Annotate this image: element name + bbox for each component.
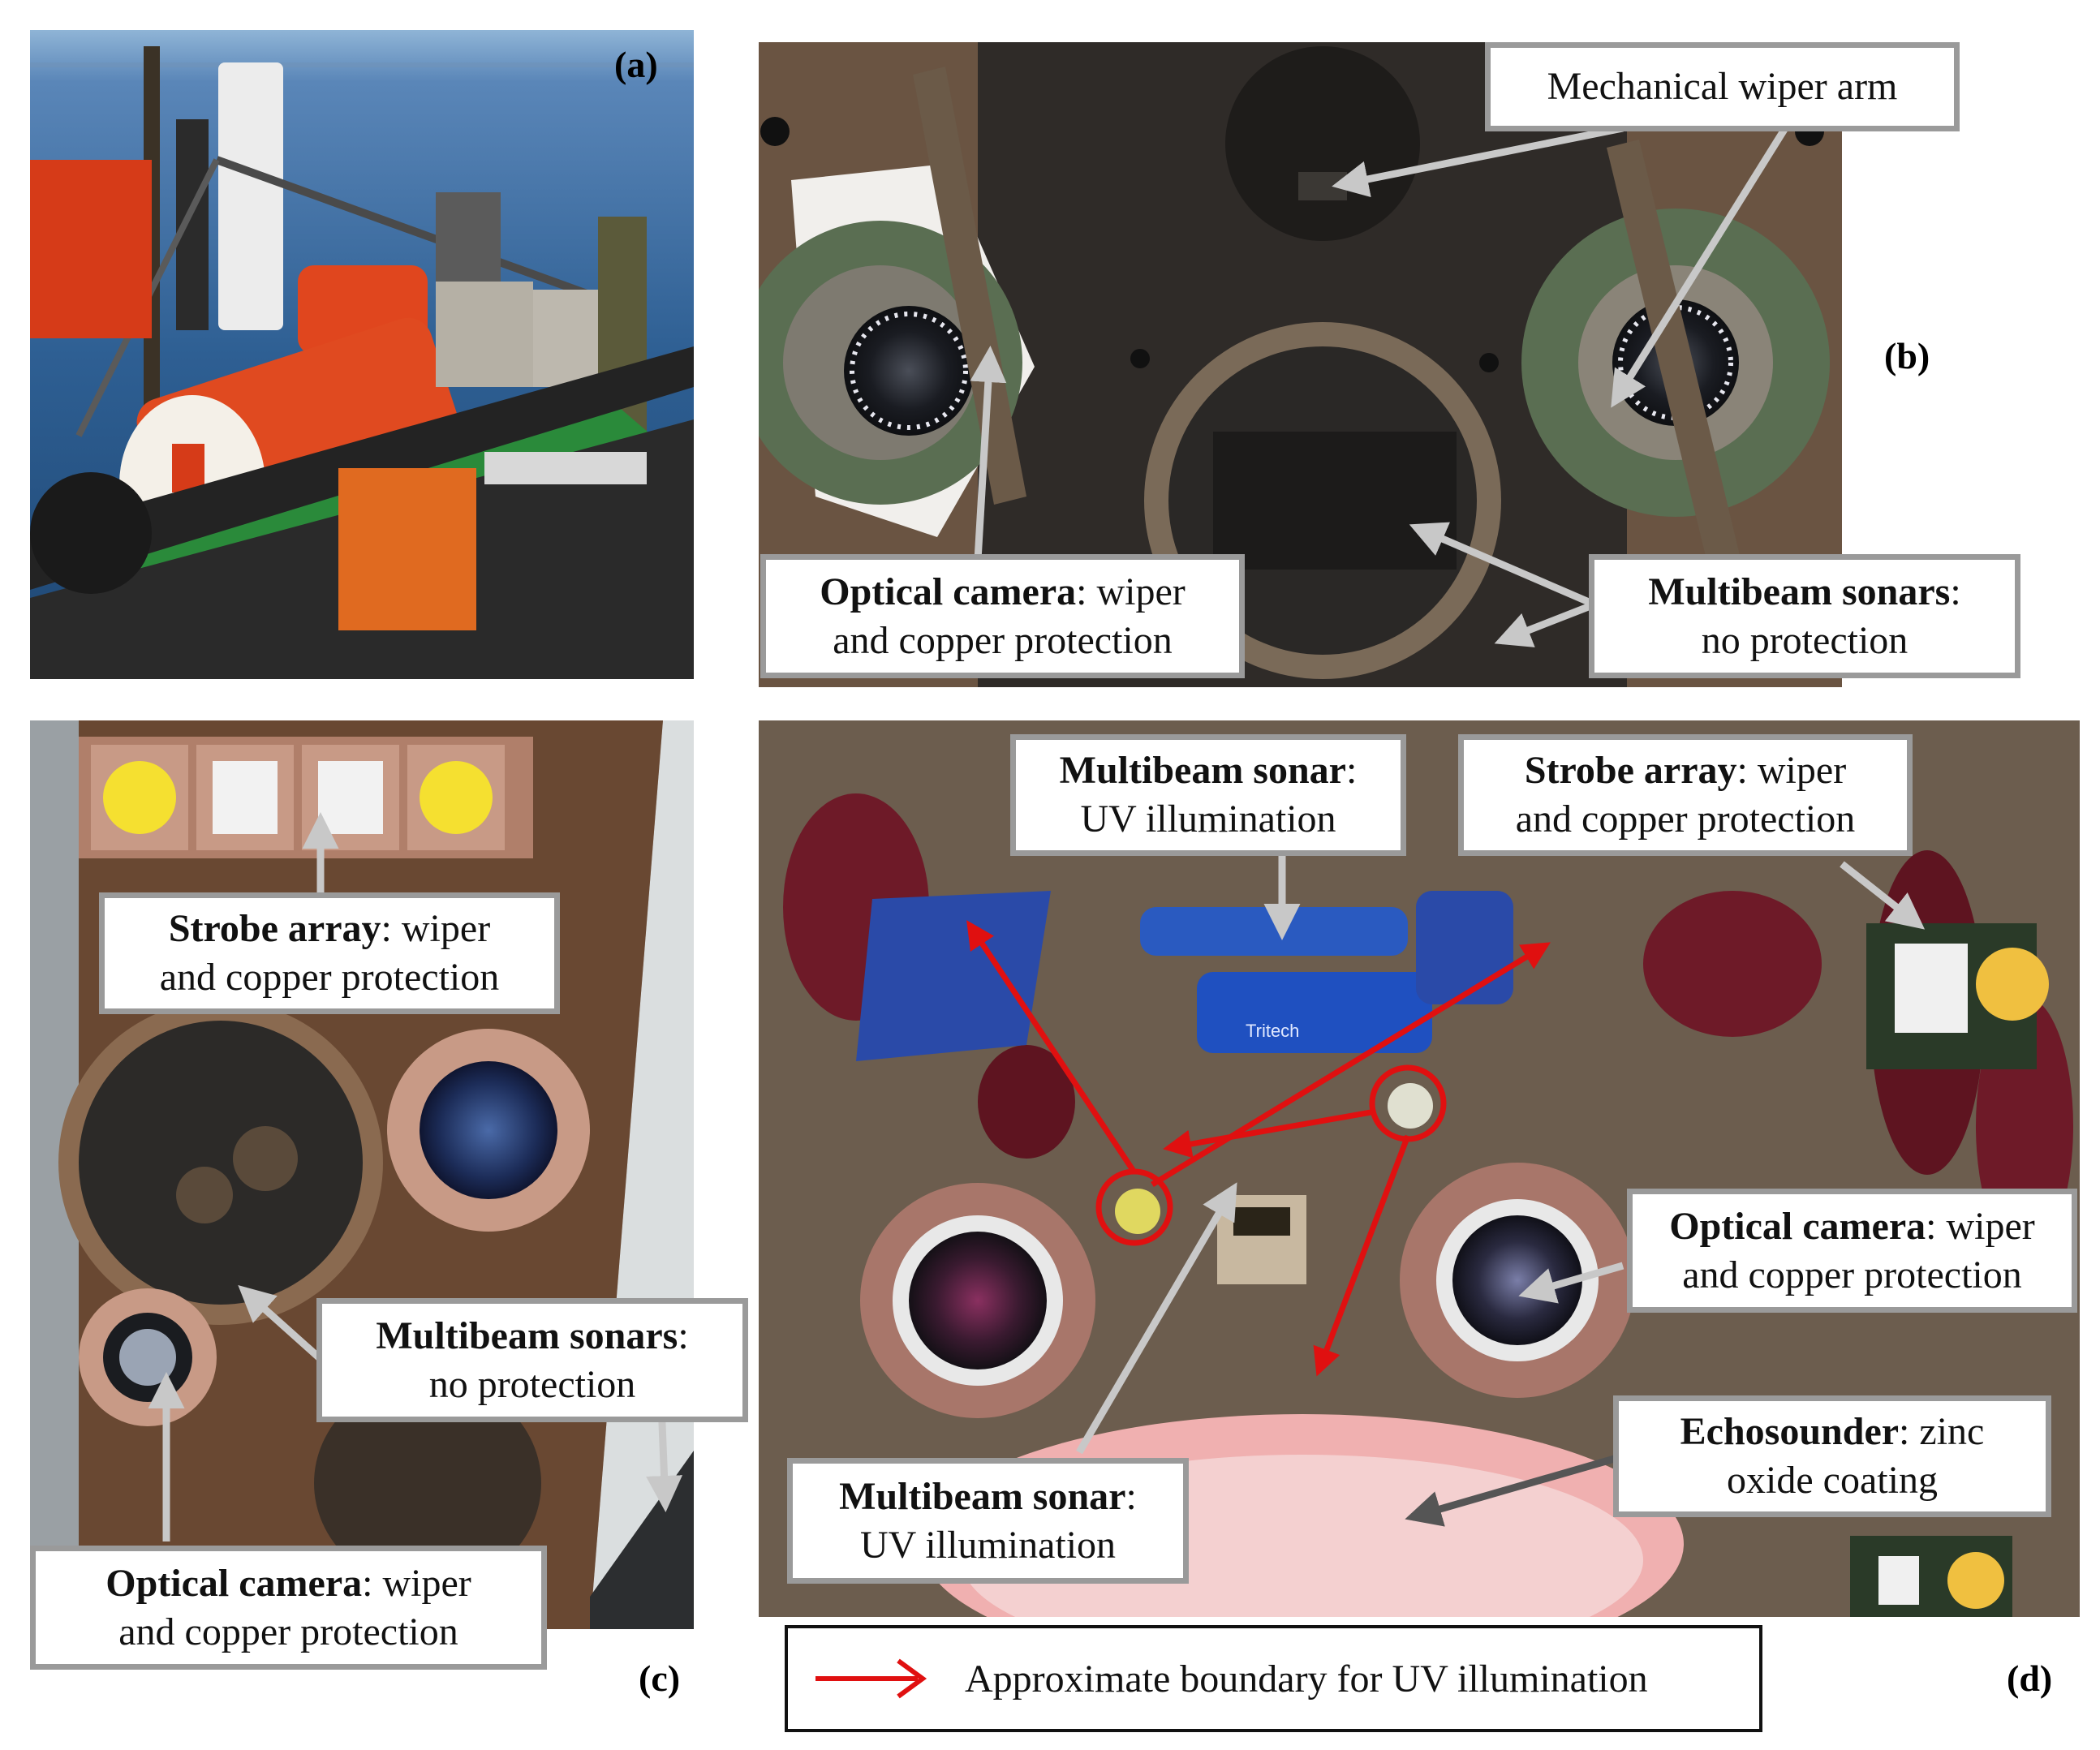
callout-d-echosounder: Echosounder: zinc oxide coating (1613, 1395, 2051, 1517)
red-arrow-icon (815, 1658, 927, 1699)
callout-c-strobe: Strobe array: wiper and copper protectio… (99, 892, 560, 1014)
panel-d-label: (d) (2007, 1658, 2053, 1699)
callout-c-camera: Optical camera: wiper and copper protect… (30, 1546, 547, 1670)
panel-a-photo: (a) (30, 30, 694, 679)
strobe-housing-photo (30, 720, 694, 1629)
callout-d-strobe: Strobe array: wiper and copper protectio… (1458, 734, 1913, 856)
legend: Approximate boundary for UV illumination (785, 1625, 1762, 1732)
callout-b-wiper-arm: Mechanical wiper arm (1485, 42, 1960, 131)
tritech-brand-text: Tritech (1246, 1021, 1299, 1041)
legend-text: Approximate boundary for UV illumination (965, 1657, 1648, 1701)
panel-c-photo (30, 720, 694, 1629)
callout-d-camera: Optical camera: wiper and copper protect… (1627, 1189, 2077, 1313)
callout-d-sonar-bottom: Multibeam sonar: UV illumination (787, 1458, 1189, 1584)
panel-a-label: (a) (614, 44, 658, 85)
panel-b-label: (b) (1884, 335, 1930, 376)
boat-deck-photo (30, 30, 694, 679)
callout-c-sonars: Multibeam sonars: no protection (316, 1298, 748, 1422)
panel-c-label: (c) (639, 1658, 681, 1699)
callout-b-sonars: Multibeam sonars: no protection (1589, 554, 2020, 678)
callout-b-camera: Optical camera: wiper and copper protect… (760, 554, 1245, 678)
callout-d-sonar-top: Multibeam sonar: UV illumination (1010, 734, 1406, 856)
